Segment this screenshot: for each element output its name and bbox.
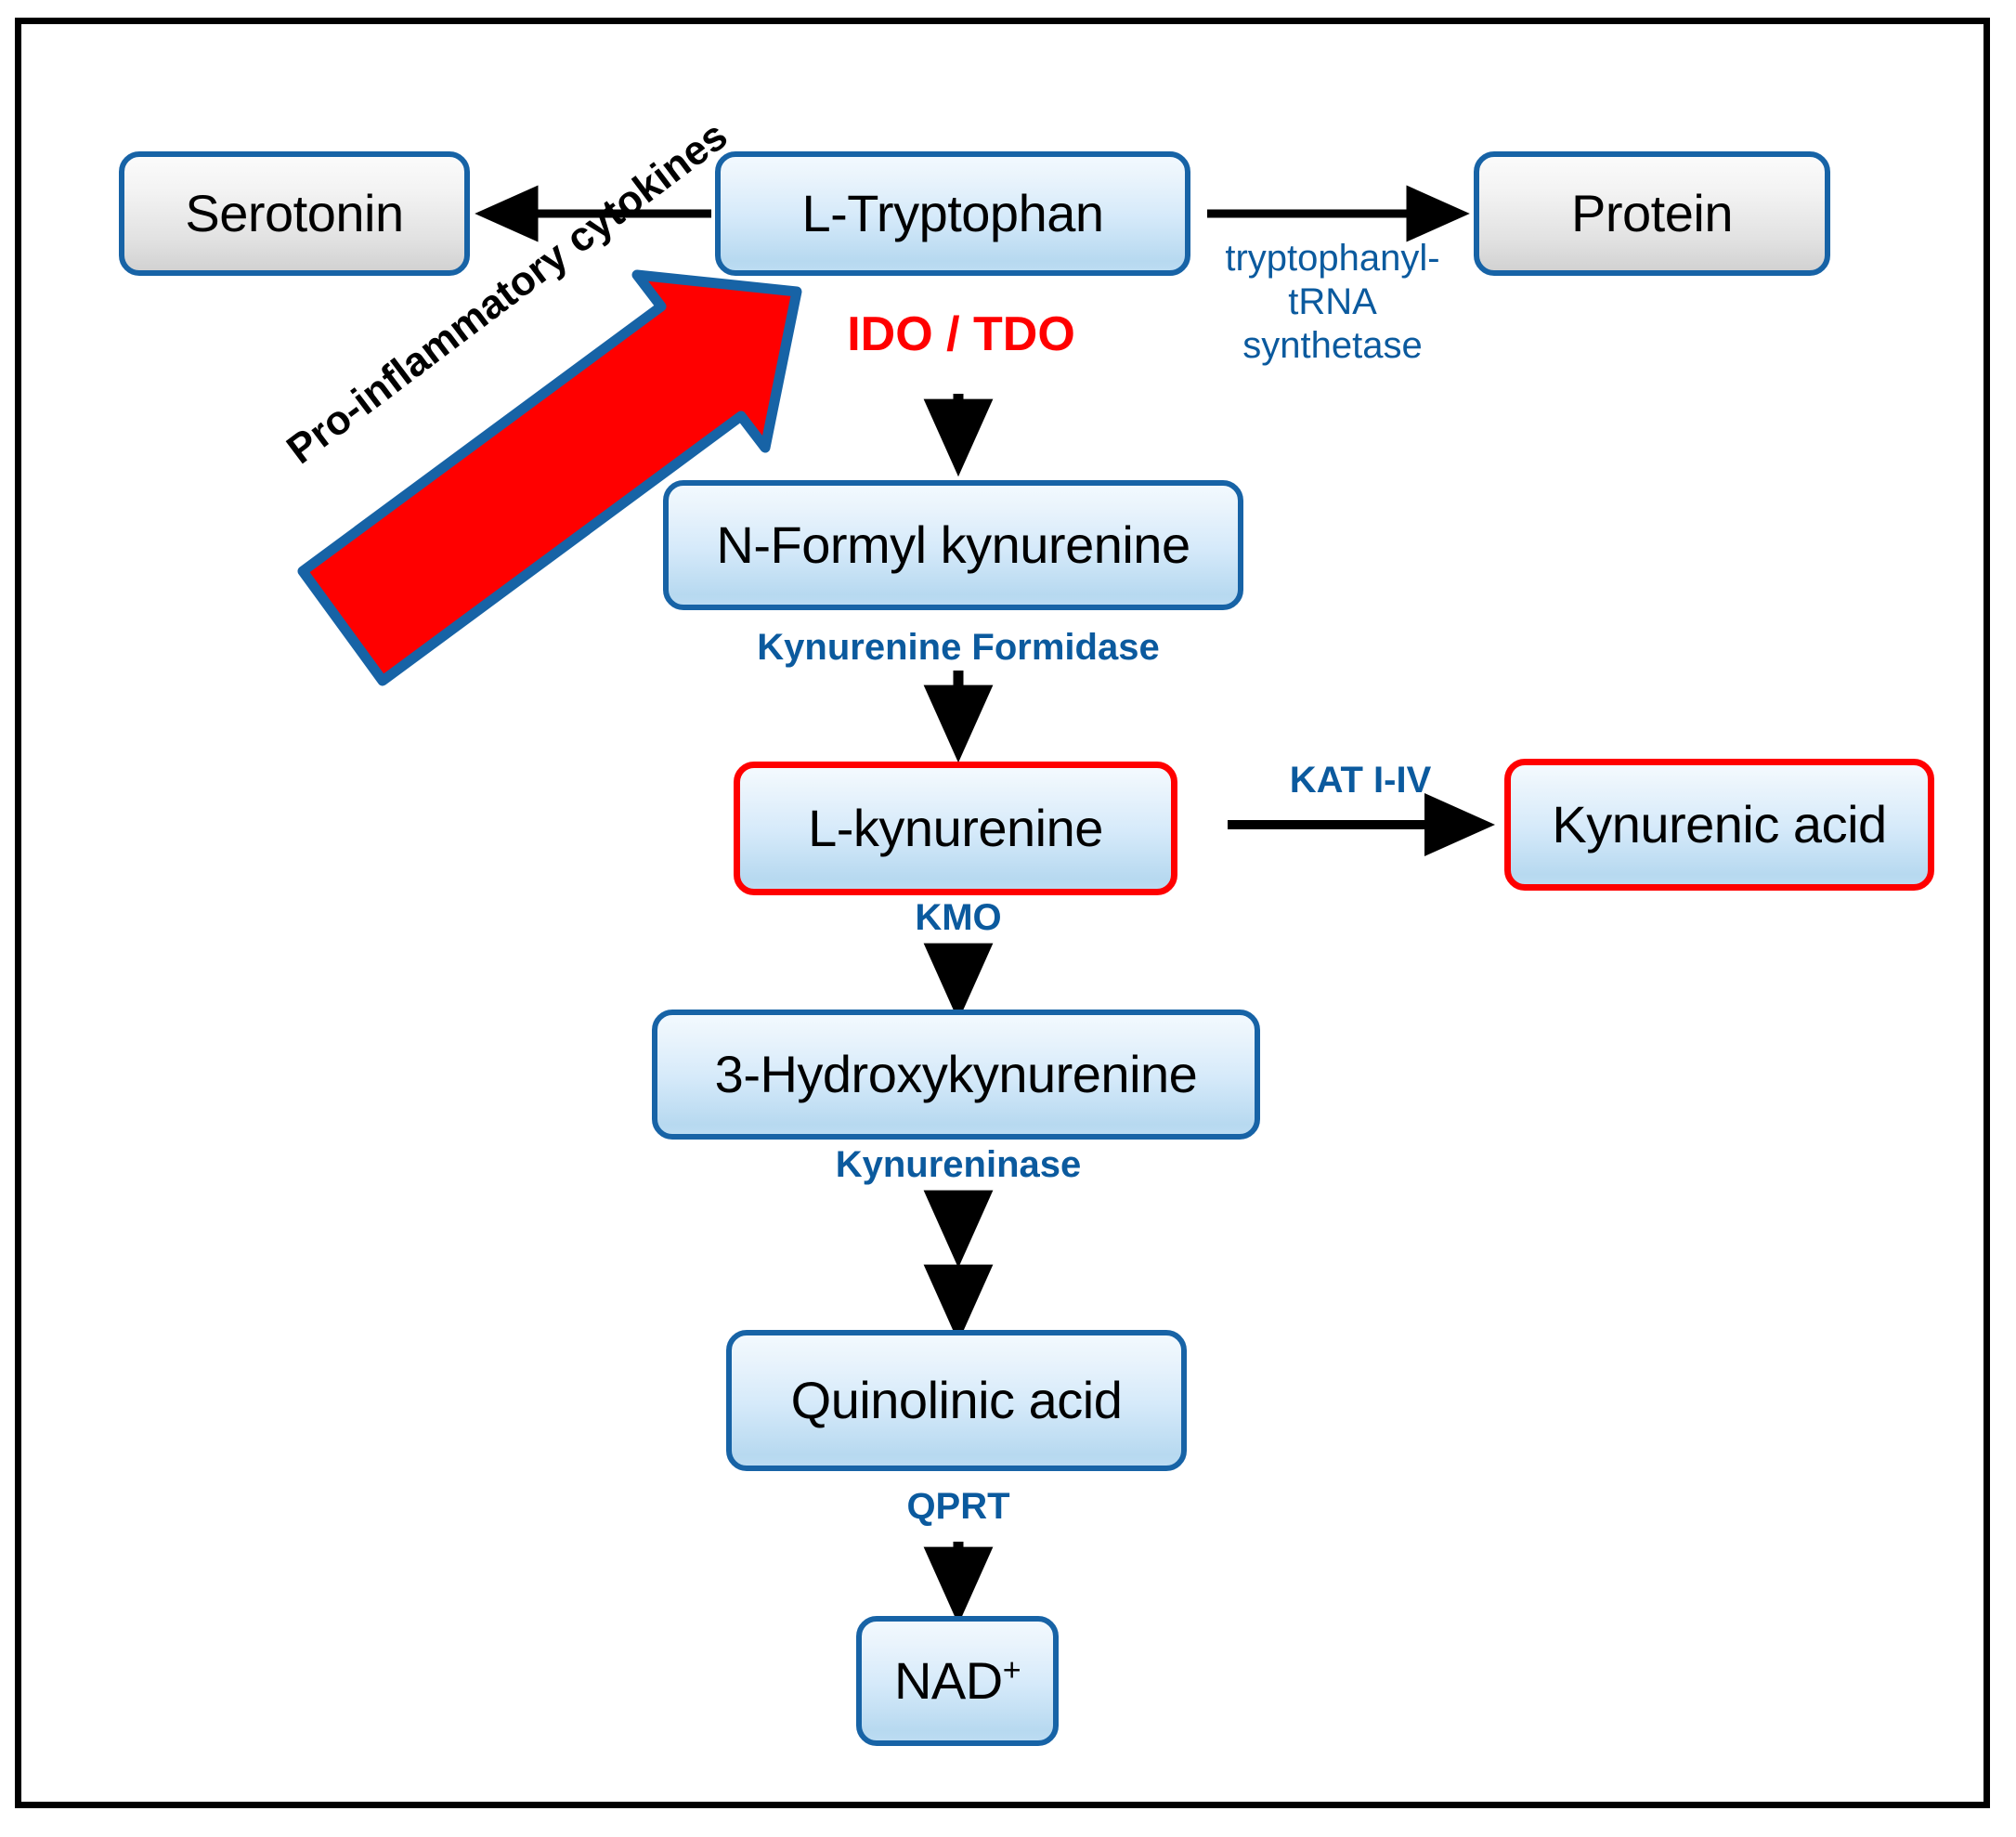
node-3-hydroxykynurenine-label: 3-Hydroxykynurenine [714, 1044, 1198, 1103]
trna-synthetase-line-1: tryptophanyl- [1225, 238, 1440, 279]
node-3-hydroxykynurenine[interactable]: 3-Hydroxykynurenine [652, 1010, 1260, 1140]
node-n-formyl-kynurenine-label: N-Formyl kynurenine [716, 515, 1190, 574]
node-quinolinic-acid[interactable]: Quinolinic acid [726, 1330, 1187, 1471]
node-nad-plus-label: NAD+ [893, 1650, 1021, 1710]
enzyme-label-ido-tdo: IDO / TDO [847, 307, 1075, 361]
node-nad-plus-superscript: + [1002, 1651, 1021, 1687]
enzyme-label-qprt: QPRT [906, 1486, 1010, 1527]
trna-synthetase-line-2: tRNA [1288, 281, 1377, 323]
node-nad-plus-text: NAD [893, 1650, 1003, 1710]
enzyme-label-tryptophanyl-trna-synthetase: tryptophanyl- tRNA synthetase [1207, 237, 1458, 369]
node-serotonin[interactable]: Serotonin [119, 151, 470, 276]
node-n-formyl-kynurenine[interactable]: N-Formyl kynurenine [663, 480, 1243, 610]
enzyme-label-kynureninase: Kynureninase [835, 1144, 1082, 1185]
enzyme-label-kat-i-iv: KAT I-IV [1289, 760, 1432, 801]
node-l-tryptophan-label: L-Tryptophan [801, 183, 1105, 242]
node-protein-label: Protein [1571, 183, 1733, 242]
node-kynurenic-acid-label: Kynurenic acid [1552, 794, 1887, 853]
enzyme-label-kynurenine-formidase: Kynurenine Formidase [757, 627, 1160, 668]
node-l-kynurenine-label: L-kynurenine [808, 798, 1103, 857]
node-serotonin-label: Serotonin [185, 183, 404, 242]
node-l-tryptophan[interactable]: L-Tryptophan [715, 151, 1190, 276]
trna-synthetase-line-3: synthetase [1242, 325, 1423, 367]
node-protein[interactable]: Protein [1474, 151, 1830, 276]
node-kynurenic-acid[interactable]: Kynurenic acid [1504, 759, 1934, 891]
enzyme-label-kmo: KMO [915, 897, 1002, 938]
node-nad-plus[interactable]: NAD+ [856, 1616, 1059, 1746]
node-quinolinic-acid-label: Quinolinic acid [790, 1370, 1123, 1429]
node-l-kynurenine[interactable]: L-kynurenine [734, 762, 1177, 895]
